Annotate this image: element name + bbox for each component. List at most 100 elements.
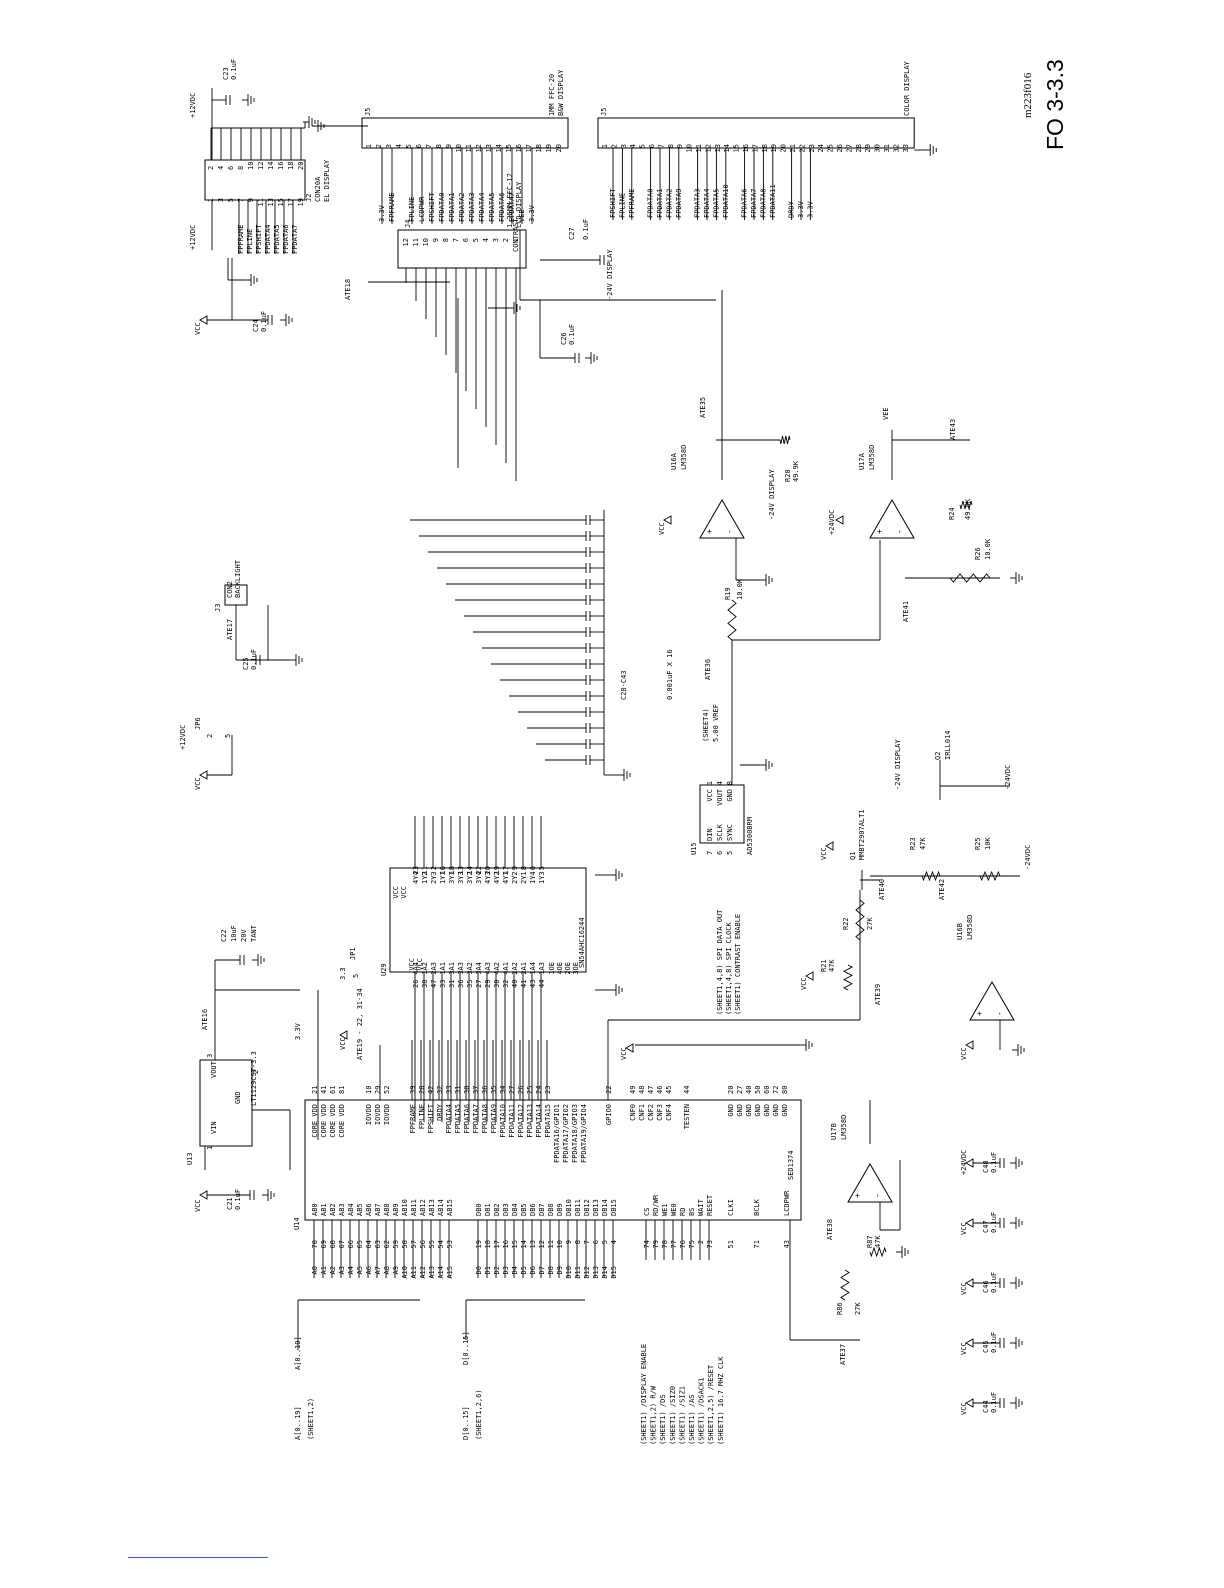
j4-pin-number: 5	[472, 238, 480, 242]
u17a-part: LM358D	[868, 445, 876, 470]
u14-fp-pin-number: 26	[517, 1086, 525, 1094]
u14-addr-pin: AB13	[428, 1199, 436, 1216]
j5-bw-pin-number: 13	[485, 144, 493, 152]
u14-data-pin-number: 18	[484, 1240, 492, 1248]
j5-bw-pin-number: 8	[435, 144, 443, 148]
q1-ref: Q1	[849, 852, 857, 860]
u29-right-pin-name: 3Y2	[466, 871, 474, 884]
j5-color-pin-number: 6	[648, 144, 656, 148]
j2-pin-number: 6	[227, 166, 235, 170]
j2-connector	[204, 159, 306, 201]
u14-addr-net: A0	[311, 1266, 319, 1274]
u14-data-pin-number: 12	[538, 1240, 546, 1248]
j2-pin-number: 13	[267, 198, 275, 206]
u14-cnf-pin: CNF0	[629, 1104, 637, 1121]
u14-gnd-number: 27	[736, 1086, 744, 1094]
u14-gnd-pin: GND	[745, 1104, 753, 1117]
u29-oe-pin: 3OE	[572, 962, 580, 975]
u29-right-pin-number: 2	[430, 866, 438, 870]
j5-color-pin-number: 5	[639, 144, 647, 148]
u14-fp-pin-number: 28	[418, 1086, 426, 1094]
j2-pin-number: 18	[287, 162, 295, 170]
c22-voltage: 20V	[240, 929, 248, 942]
u14-data-pin-number: 17	[493, 1240, 501, 1248]
u29-left-pin-name: 2A2	[511, 962, 519, 975]
u14-gnd-number: 20	[727, 1086, 735, 1094]
spi-signal-label: (SHEET1,4,8) SPI DATA OUT	[716, 909, 724, 1015]
u16b-opamp	[969, 981, 1015, 1021]
u15-left-pin: SCLK	[716, 823, 724, 841]
u14-cnf-pin: CNF1	[638, 1104, 646, 1121]
j3-part: CON2	[226, 581, 234, 598]
u14-data-net: D1	[484, 1266, 492, 1274]
u14-addr-pin-number: 55	[428, 1240, 436, 1248]
bypass-vcc-label: +24VDC	[960, 1150, 968, 1175]
j2-pin-number: 2	[207, 166, 215, 170]
u14-core-vdd: CORE VDD	[329, 1104, 337, 1138]
u14-fp-pin: FPDATA17/GPIO2	[562, 1104, 570, 1163]
u14-data-pin-number: 7	[583, 1240, 591, 1244]
r19-resistor	[727, 599, 737, 641]
cap-bank-note: 0.001uF X 16	[666, 649, 674, 700]
u14-data-pin: DB12	[583, 1199, 591, 1216]
u14-fp-pin-number: 30	[463, 1086, 471, 1094]
u14-ctrl-pin: CS	[643, 1208, 651, 1216]
u29-right-pin-number: 20	[484, 866, 492, 874]
u14-addr-pin: AB4	[347, 1203, 355, 1216]
j2-net-label: FPDATA4	[264, 224, 272, 254]
j3-desc: BACKLIGHT	[234, 559, 242, 598]
u13-pin: 2	[252, 1070, 260, 1074]
u14-gpio0-number: 22	[605, 1086, 613, 1094]
jp6-ref: JP6	[194, 717, 202, 730]
j5-bw-pin-number: 5	[405, 144, 413, 148]
c27-value: 0.1uF	[582, 219, 590, 240]
u14-gnd-pin: GND	[754, 1104, 762, 1117]
u14-data-pin-number: 14	[520, 1240, 528, 1248]
j5-bw-part: 1MM FFC-20	[548, 74, 556, 116]
u29-buffer	[389, 867, 587, 973]
c25-value: 0.1uF	[250, 649, 258, 670]
u17b-opamp-plus: +	[853, 1193, 862, 1198]
control-signal-label: (SHEET1,2,5) /RESET	[707, 1364, 715, 1445]
j4-desc: LCD DISPLAY	[515, 181, 523, 228]
u29-right-pin-name: 2Y1	[520, 871, 528, 884]
ate18-label: ATE18	[344, 279, 352, 300]
r21-resistor	[843, 964, 853, 991]
u29-oe-pin: 1OE	[548, 962, 556, 975]
data-bus-out: D[0..15]	[462, 1331, 470, 1365]
u14-core-pin: 61	[329, 1086, 337, 1094]
u29-oe-pin: 4OE	[556, 962, 564, 975]
c26-value: 0.1uF	[568, 324, 576, 345]
u14-cnf-pin: CNF4	[665, 1104, 673, 1121]
u14-addr-net: A11	[410, 1266, 418, 1279]
u13-vcc-label: VCC	[194, 1199, 202, 1212]
u14-gnd-number: 60	[763, 1086, 771, 1094]
j5-color-pin-number: 11	[695, 144, 703, 152]
u29-left-pin-name: 4A1	[502, 962, 510, 975]
u14-fp-pin: FPDATA14	[535, 1104, 543, 1138]
u29-left-pin-number: 31	[448, 980, 456, 988]
u14-fp-pin: FPSHIFT	[427, 1103, 435, 1133]
u29-right-pin-name: 2Y2	[511, 871, 519, 884]
j5-bw-desc: B&W DISPLAY	[557, 69, 565, 116]
ate43-label: ATE43	[949, 419, 957, 440]
u14-fp-pin-number: 31	[454, 1086, 462, 1094]
u14-gnd-pin: GND	[781, 1104, 789, 1117]
u29-left-pin-name: 3A3	[457, 962, 465, 975]
u14-ctrl-pin: BS	[688, 1208, 696, 1216]
u14-data-net: D13	[592, 1266, 600, 1279]
u29-right-pin-name: 1Y2	[421, 871, 429, 884]
u14-bclk-number: 71	[753, 1240, 761, 1248]
ate36-label: ATE36	[704, 659, 712, 680]
u13-gnd: GND	[234, 1091, 242, 1104]
j5-color-pin-number: 4	[629, 144, 637, 148]
u14-cnf-vcc-label: VCC	[620, 1047, 628, 1060]
u29-right-pin-name: 3Y4	[475, 871, 483, 884]
r87-resistor	[869, 1246, 887, 1258]
u29-left-pin-number: 30	[493, 980, 501, 988]
j2-pin-number: 11	[257, 198, 265, 206]
bypass-value: 0.1uF	[990, 1272, 998, 1293]
j5-color-pin-number: 2	[610, 144, 618, 148]
ate17-label: ATE17	[226, 619, 234, 640]
u29-left-pin-name: 1A2	[421, 962, 429, 975]
